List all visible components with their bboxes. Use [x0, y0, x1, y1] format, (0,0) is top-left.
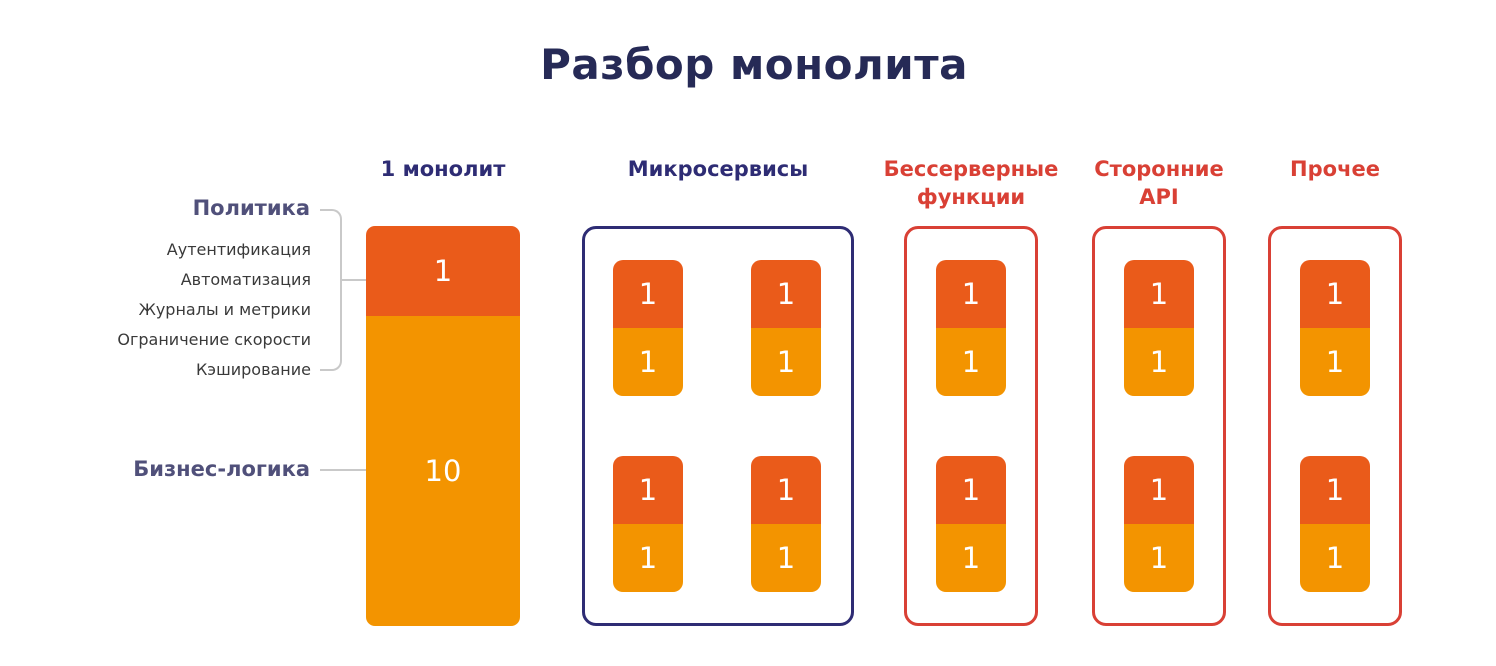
serverless-frame	[904, 226, 1038, 626]
third-party-api-heading: Сторонние API	[1094, 157, 1224, 209]
unit-policy-value: 1	[776, 277, 796, 311]
page-title: Разбор монолита	[540, 40, 968, 89]
policy-item-rate-limiting: Ограничение скорости	[117, 330, 311, 349]
other-unit: 1 1	[1300, 260, 1370, 396]
business-logic-connector	[320, 469, 366, 471]
monolith-logic-value: 10	[424, 454, 462, 488]
policy-item-authentication: Аутентификация	[166, 240, 311, 259]
microservice-unit: 1 1	[751, 456, 821, 592]
unit-policy-value: 1	[776, 473, 796, 507]
third-party-api-unit: 1 1	[1124, 260, 1194, 396]
unit-policy-value: 1	[638, 277, 658, 311]
unit-policy-value: 1	[638, 473, 658, 507]
serverless-unit: 1 1	[936, 260, 1006, 396]
business-logic-label: Бизнес-логика	[133, 457, 310, 481]
unit-logic-value: 1	[1149, 541, 1169, 575]
third-party-api-unit: 1 1	[1124, 456, 1194, 592]
unit-policy-value: 1	[1325, 473, 1345, 507]
monolith-block: 1 10	[366, 226, 520, 626]
policy-item-logs-metrics: Журналы и метрики	[138, 300, 311, 319]
unit-policy-value: 1	[961, 473, 981, 507]
other-heading: Прочее	[1290, 157, 1380, 181]
monolith-policy-segment: 1	[366, 226, 520, 316]
unit-policy-value: 1	[1149, 277, 1169, 311]
microservice-unit: 1 1	[751, 260, 821, 396]
unit-logic-value: 1	[776, 541, 796, 575]
policy-label: Политика	[192, 196, 310, 220]
unit-logic-value: 1	[638, 345, 658, 379]
third-party-api-frame	[1092, 226, 1226, 626]
unit-logic-value: 1	[638, 541, 658, 575]
policy-item-caching: Кэширование	[195, 360, 311, 379]
microservice-unit: 1 1	[613, 260, 683, 396]
policy-bracket	[320, 209, 342, 371]
unit-policy-value: 1	[1325, 277, 1345, 311]
microservices-frame	[582, 226, 854, 626]
unit-logic-value: 1	[961, 345, 981, 379]
monolith-logic-segment: 10	[366, 316, 520, 626]
monolith-heading: 1 монолит	[380, 157, 506, 181]
unit-logic-value: 1	[1149, 345, 1169, 379]
policy-item-automation: Автоматизация	[180, 270, 311, 289]
microservice-unit: 1 1	[613, 456, 683, 592]
unit-policy-value: 1	[961, 277, 981, 311]
unit-logic-value: 1	[961, 541, 981, 575]
policy-connector	[342, 279, 366, 281]
other-frame	[1268, 226, 1402, 626]
serverless-heading: Бессерверные функции	[883, 157, 1059, 209]
monolith-policy-value: 1	[433, 254, 453, 288]
unit-logic-value: 1	[1325, 541, 1345, 575]
microservices-heading: Микросервисы	[627, 157, 809, 181]
unit-logic-value: 1	[776, 345, 796, 379]
serverless-unit: 1 1	[936, 456, 1006, 592]
unit-logic-value: 1	[1325, 345, 1345, 379]
other-unit: 1 1	[1300, 456, 1370, 592]
unit-policy-value: 1	[1149, 473, 1169, 507]
